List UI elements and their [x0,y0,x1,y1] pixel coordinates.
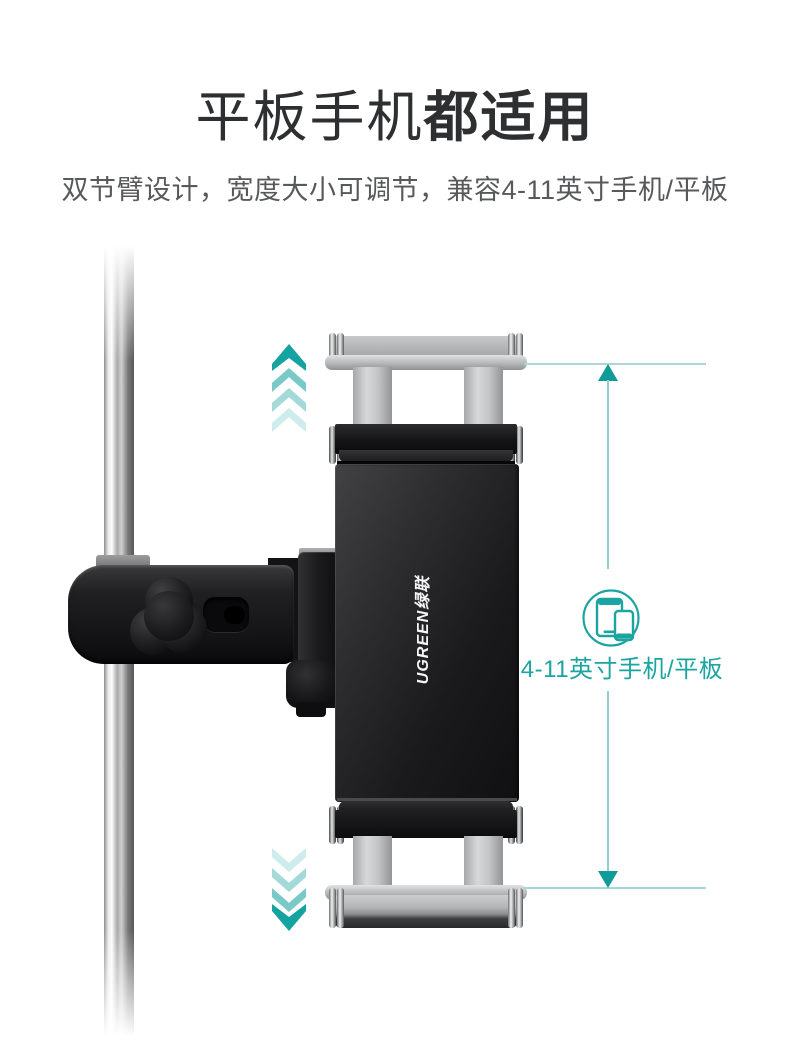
top-bar-flange [325,355,527,370]
body-bottom-highlight [337,798,517,801]
pole-fade-bottom [100,930,138,1045]
bottom-bar-end-rod [337,888,344,928]
arrow-down-icon [598,871,618,888]
top-jaw-end-rod [516,426,523,464]
bottom-jaw-end-rod [516,806,523,844]
pole-fade-top [100,246,138,361]
chevron-up-icon [272,408,306,432]
holder-main-body [335,464,519,802]
compat-range-label: 4-11英寸手机/平板 [520,656,724,683]
title-bold-part: 都适用 [423,86,595,148]
jaw-gap-shadow [337,461,515,465]
top-clamp-jaw [335,424,517,454]
arrow-up-icon [598,364,618,381]
bottom-bar-end-rod [329,888,336,928]
top-jaw-lip [339,450,513,462]
dimension-line-bottom [524,887,706,889]
top-bar-end-rod [516,333,523,369]
bottom-extension-post [464,836,503,888]
page-subtitle: 双节臂设计，宽度大小可调节，兼容4-11英寸手机/平板 [61,175,729,205]
hinge-pivot-knob [286,660,336,708]
top-extension-post [353,367,392,428]
top-jaw-end-rod [329,426,336,464]
clamp-slot-inner [224,606,245,624]
hinge-pivot-nut [296,702,326,717]
title-regular-part: 平板手机 [195,86,424,148]
tightening-knob [130,577,208,657]
top-bar-end-rod [337,333,344,369]
dimension-line-vertical-upper [607,380,609,569]
bottom-grip-bar [335,895,517,928]
brand-logo: UGREEN绿联 [415,575,432,685]
chevron-down-icon [272,848,306,872]
chevron-up-icon [272,344,306,371]
bottom-extension-post [353,836,392,888]
top-bar-end-rod [508,333,515,369]
bottom-jaw-end-rod [329,806,336,844]
top-extension-post [464,367,503,428]
bottom-clamp-jaw [335,810,517,838]
bottom-jaw-lip [339,801,513,812]
phone-tablet-icon [582,589,640,647]
page-title: 平板手机都适用 [0,84,790,150]
bottom-bar-end-rod [516,888,523,928]
top-bar-end-rod [329,333,336,369]
dimension-line-vertical-lower [607,691,609,873]
knob-hub [144,591,194,641]
bottom-bar-end-rod [508,888,515,928]
